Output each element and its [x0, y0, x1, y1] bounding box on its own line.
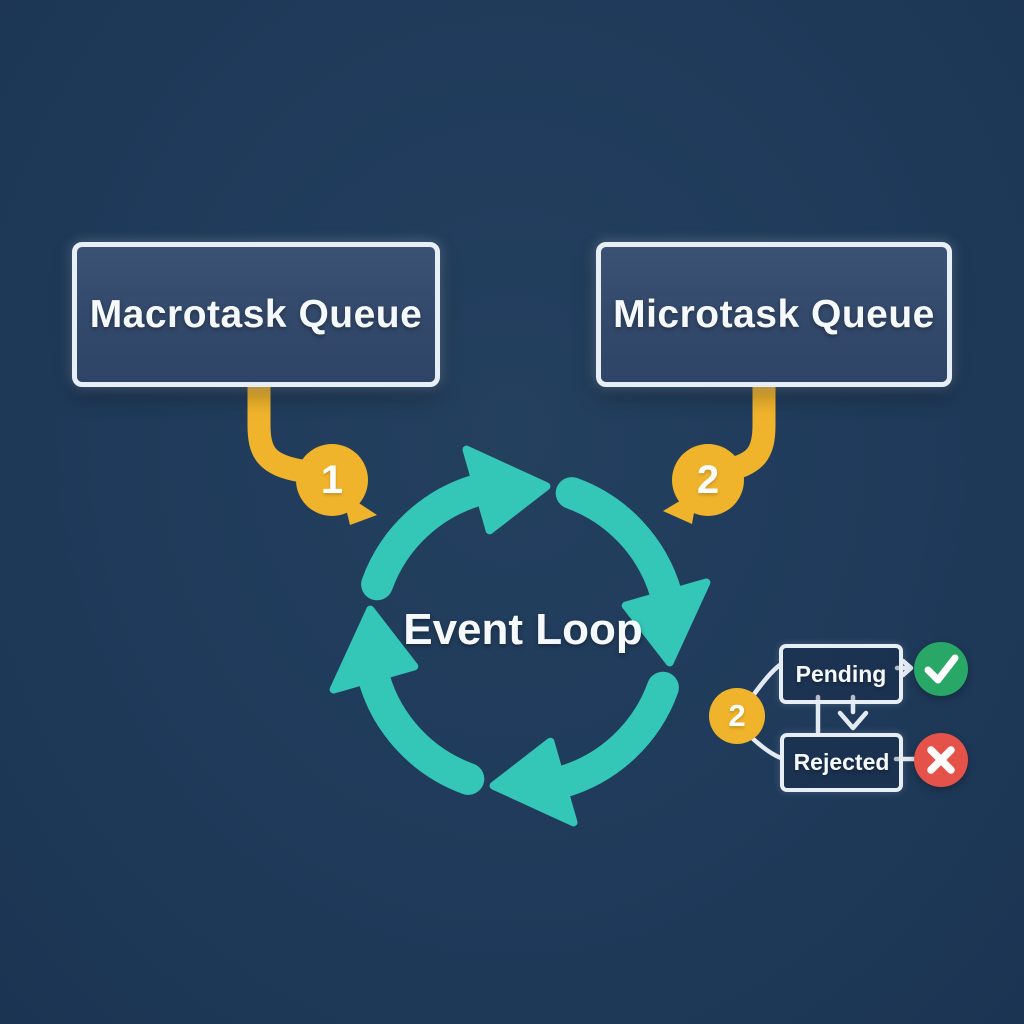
macrotask-step-number: 1 [320, 457, 344, 502]
macrotask-queue-label: Macrotask Queue [89, 292, 423, 336]
macrotask-step-badge: 1 [296, 444, 368, 516]
microtask-queue-box: Microtask Queue [596, 242, 952, 387]
microtask-queue-label: Microtask Queue [613, 292, 935, 336]
rejected-state-box: Rejected [780, 733, 903, 792]
rejected-state-label: Rejected [793, 749, 890, 775]
microtask-step-badge: 2 [672, 444, 744, 516]
loop-arrow-top [361, 445, 551, 601]
badge-to-pending-curve [749, 662, 783, 700]
microtask-step-number: 2 [696, 457, 720, 502]
macrotask-connector-line [247, 372, 305, 483]
x-icon [927, 746, 955, 774]
promise-flow-badge-number: 2 [728, 698, 746, 733]
promise-flow-badge: 2 [709, 688, 765, 744]
pending-state-box: Pending [779, 644, 903, 704]
event-loop-ring [329, 445, 711, 827]
badge-to-rejected-curve [747, 733, 784, 761]
rejected-status-circle [914, 733, 968, 787]
macrotask-queue-box: Macrotask Queue [72, 242, 440, 387]
pending-state-label: Pending [795, 660, 887, 687]
event-loop-title: Event Loop [403, 605, 643, 654]
loop-arrow-left [329, 605, 485, 795]
loop-arrow-bottom [489, 671, 679, 827]
loop-arrow-right [555, 477, 711, 667]
check-icon [924, 654, 959, 684]
pending-to-rejected-arrow [837, 694, 869, 731]
fulfilled-status-circle [914, 642, 968, 696]
